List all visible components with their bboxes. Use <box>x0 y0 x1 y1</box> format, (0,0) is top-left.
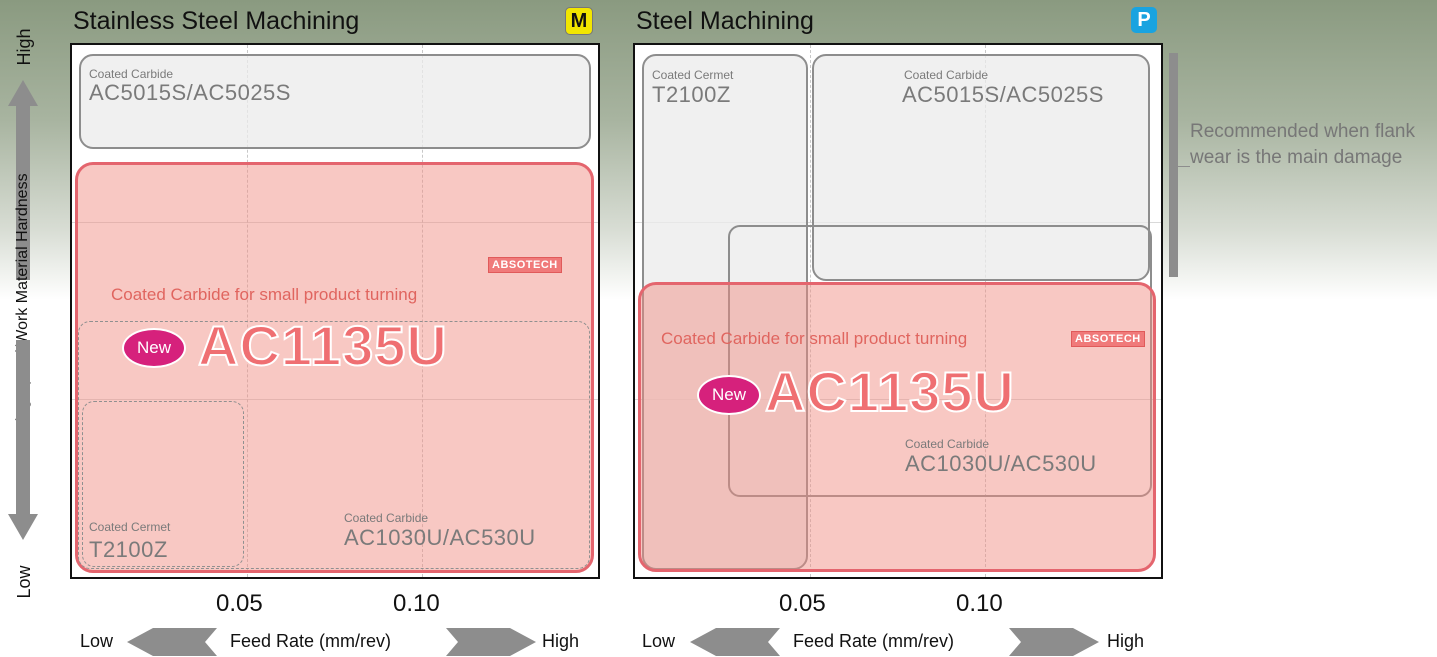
note-bar <box>1169 53 1178 277</box>
note-text: Recommended when flank wear is the main … <box>1190 121 1415 168</box>
chart-title-stainless: Stainless Steel Machining <box>73 7 360 35</box>
note-connector <box>1178 166 1190 167</box>
x-tick-label: 0.05 <box>216 590 263 617</box>
badge-m: M <box>565 7 593 35</box>
gridline <box>422 45 423 577</box>
x-axis-high-label: High <box>542 631 580 651</box>
chart-panel-steel: Coated Cermet T2100Z Coated Carbide AC50… <box>633 43 1163 579</box>
region-category: Coated Carbide <box>344 511 429 525</box>
region-grade: T2100Z <box>89 537 168 562</box>
region-grade: AC1030U/AC530U <box>344 525 536 550</box>
x-axis-high-label: High <box>1107 631 1145 651</box>
region-category: Coated Carbide <box>905 437 990 451</box>
region-category: Coated Cermet <box>652 68 734 82</box>
region-category: Coated Carbide for small product turning <box>661 329 968 348</box>
y-axis: High Cutting Speed/Work Material Hardnes… <box>0 0 50 657</box>
region-grade: T2100Z <box>652 82 731 107</box>
y-axis-high-label: High <box>14 28 34 66</box>
x-axis-low-label: Low <box>642 631 676 651</box>
region-ac1030u-outline <box>728 225 1152 497</box>
y-axis-down-arrow-icon <box>8 340 38 540</box>
gridline <box>72 222 598 223</box>
y-axis-low-label: Low <box>14 565 34 599</box>
gridline <box>985 45 986 577</box>
x-axis-left-arrow-icon <box>127 628 217 656</box>
x-axis-low-label: Low <box>80 631 114 651</box>
gridline <box>810 45 811 577</box>
region-ac1030u-outline <box>78 321 590 569</box>
x-axis-left-arrow-icon <box>690 628 780 656</box>
region-t2100z: Coated Cermet T2100Z <box>82 401 244 567</box>
region-grade: AC1135U <box>197 313 448 378</box>
region-grade: AC1135U <box>764 359 1015 424</box>
region-category: Coated Carbide <box>89 67 174 81</box>
chart-panel-stainless: Coated Carbide AC5015S/AC5025S ABSOTECH … <box>70 43 600 579</box>
new-badge: New <box>122 328 186 368</box>
region-t2100z: Coated Cermet T2100Z <box>642 54 808 570</box>
absotech-logo: ABSOTECH <box>488 257 562 273</box>
region-ac5015s: Coated Carbide AC5015S/AC5025S <box>812 54 1150 281</box>
region-ac1135u: ABSOTECH Coated Carbide for small produc… <box>75 162 594 573</box>
x-tick-label: 0.05 <box>779 590 826 617</box>
absotech-logo: ABSOTECH <box>1071 331 1145 347</box>
region-category: Coated Carbide <box>904 68 989 82</box>
x-tick-label: 0.10 <box>956 590 1003 617</box>
region-ac5015s: Coated Carbide AC5015S/AC5025S <box>79 54 591 149</box>
x-axis-label: Feed Rate (mm/rev) <box>793 631 955 651</box>
region-category: Coated Carbide for small product turning <box>111 285 418 304</box>
new-badge: New <box>697 375 761 415</box>
region-category: Coated Cermet <box>89 520 171 534</box>
region-grade: AC5015S/AC5025S <box>89 80 291 105</box>
region-grade: AC1030U/AC530U <box>905 451 1097 476</box>
region-grade: AC5015S/AC5025S <box>902 82 1104 107</box>
chart-title-steel: Steel Machining <box>636 7 814 35</box>
x-axis-right-arrow-icon <box>446 628 536 656</box>
y-axis-up-arrow-icon <box>8 80 38 280</box>
x-axis-label: Feed Rate (mm/rev) <box>230 631 392 651</box>
gridline <box>635 399 1161 400</box>
badge-p: P <box>1131 7 1157 33</box>
x-axis-right-arrow-icon <box>1009 628 1099 656</box>
gridline <box>247 45 248 577</box>
gridline <box>72 399 598 400</box>
region-ac1135u: Coated Carbide for small product turning… <box>638 282 1156 572</box>
x-tick-label: 0.10 <box>393 590 440 617</box>
